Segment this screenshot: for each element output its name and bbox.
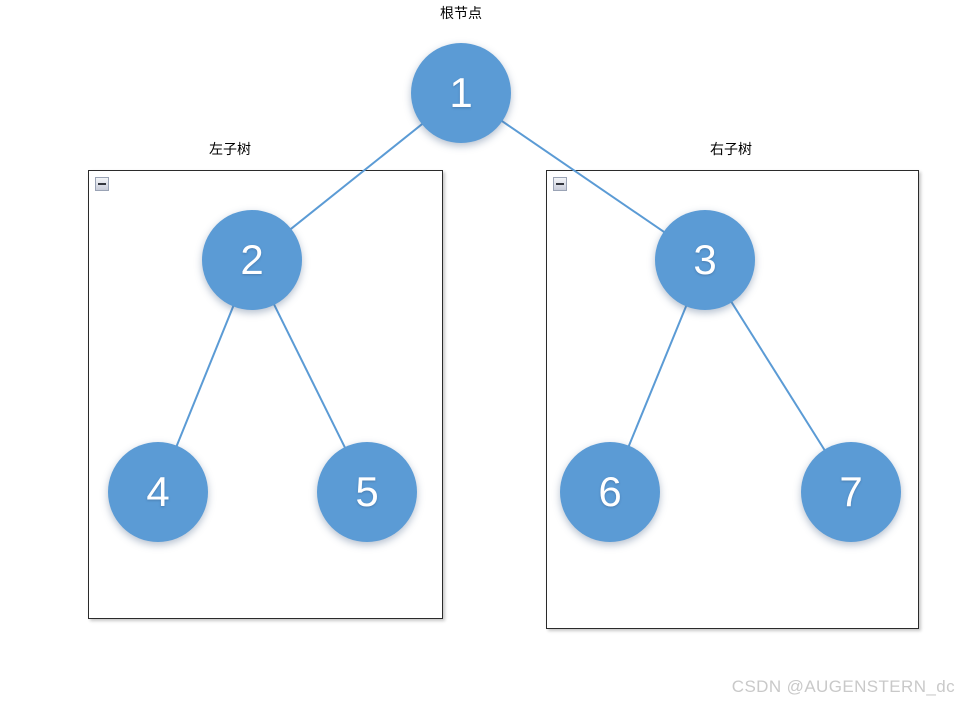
minus-bar	[98, 183, 106, 185]
tree-node-5[interactable]: 5	[317, 442, 417, 542]
tree-node-label: 6	[598, 468, 622, 515]
tree-node-7[interactable]: 7	[801, 442, 901, 542]
tree-node-label: 3	[693, 236, 717, 283]
tree-node-4[interactable]: 4	[108, 442, 208, 542]
collapse-minus-icon-right[interactable]	[553, 177, 567, 191]
tree-node-label: 5	[355, 468, 379, 515]
tree-node-label: 1	[449, 69, 473, 116]
left-subtree-caption: 左子树	[209, 141, 251, 157]
tree-node-1[interactable]: 1	[411, 43, 511, 143]
watermark: CSDN @AUGENSTERN_dc	[731, 677, 955, 696]
root-caption: 根节点	[440, 5, 482, 21]
minus-bar	[556, 183, 564, 185]
tree-node-3[interactable]: 3	[655, 210, 755, 310]
right-subtree-caption: 右子树	[710, 141, 752, 157]
tree-node-2[interactable]: 2	[202, 210, 302, 310]
tree-node-label: 2	[240, 236, 264, 283]
tree-node-label: 4	[146, 468, 170, 515]
tree-node-6[interactable]: 6	[560, 442, 660, 542]
tree-node-label: 7	[839, 468, 863, 515]
collapse-minus-icon-left[interactable]	[95, 177, 109, 191]
